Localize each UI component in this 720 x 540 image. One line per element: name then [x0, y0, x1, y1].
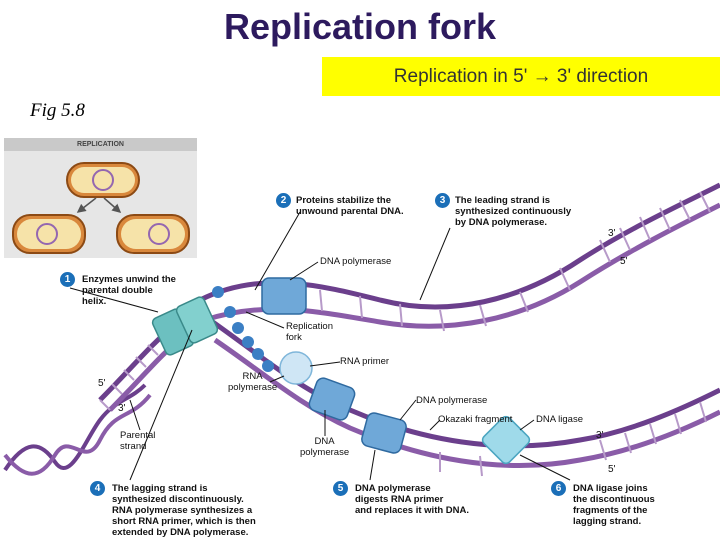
- step-5-text: DNA polymerase digests RNA primer and re…: [355, 483, 470, 516]
- step-6-text: DNA ligase joins the discontinuous fragm…: [573, 483, 655, 527]
- division-arrows: [76, 197, 122, 213]
- figure-label: Fig 5.8: [30, 100, 85, 121]
- leader-lines: [69, 211, 571, 481]
- chromosome-icon: [36, 223, 58, 245]
- daughter-cell-right: [116, 214, 190, 254]
- label-replication-fork: Replication fork: [286, 321, 333, 343]
- label-dna-polymerase-top: DNA polymerase: [320, 256, 392, 267]
- step-1-badge: 1: [60, 272, 75, 287]
- label-okazaki-fragment: Okazaki fragment: [438, 414, 513, 425]
- chromosome-icon: [148, 223, 170, 245]
- end-label-top-5: 5': [620, 256, 628, 267]
- end-label-left-5: 5': [98, 378, 106, 389]
- step-3-text: The leading strand is synthesized contin…: [455, 195, 572, 228]
- step-4-text: The lagging strand is synthesized discon…: [112, 483, 256, 538]
- end-label-bottom-5: 5': [608, 464, 616, 475]
- helicase-enzyme: [151, 296, 219, 356]
- replication-inset: REPLICATION: [4, 138, 197, 258]
- step-5-badge: 5: [333, 481, 348, 496]
- label-rna-polymerase: RNA polymerase: [228, 371, 278, 393]
- end-label-bottom-3: 3': [596, 430, 604, 441]
- step-2-badge: 2: [276, 193, 291, 208]
- parent-cell: [66, 162, 140, 198]
- step-2-text: Proteins stabilize the unwound parental …: [296, 195, 404, 217]
- chromosome-icon: [92, 169, 114, 191]
- dna-polymerase-leading: [261, 277, 307, 315]
- dna-polymerase-lagging-2: [361, 412, 407, 454]
- dna-ligase: [481, 415, 531, 465]
- direction-subtitle: Replication in 5' → 3' direction: [322, 57, 720, 96]
- step-6-badge: 6: [551, 481, 566, 496]
- slide-title: Replication fork: [223, 6, 497, 47]
- label-dna-polymerase-mid: DNA polymerase: [416, 395, 488, 406]
- step-3-badge: 3: [435, 193, 450, 208]
- step-1-text: Enzymes unwind the parental double helix…: [82, 274, 176, 307]
- end-label-left-3: 3': [118, 403, 126, 414]
- dna-polymerase-lagging-1: [308, 377, 356, 421]
- label-parental-strand: Parental strand: [120, 430, 156, 452]
- label-rna-primer: RNA primer: [340, 356, 390, 367]
- rna-polymerase: [279, 351, 313, 385]
- inset-title: REPLICATION: [4, 138, 197, 151]
- daughter-cell-left: [12, 214, 86, 254]
- label-dna-ligase: DNA ligase: [536, 414, 583, 425]
- binding-proteins: [212, 286, 274, 372]
- end-label-top-3: 3': [608, 228, 616, 239]
- step-4-badge: 4: [90, 481, 105, 496]
- label-dna-polymerase-low: DNA polymerase: [300, 436, 350, 458]
